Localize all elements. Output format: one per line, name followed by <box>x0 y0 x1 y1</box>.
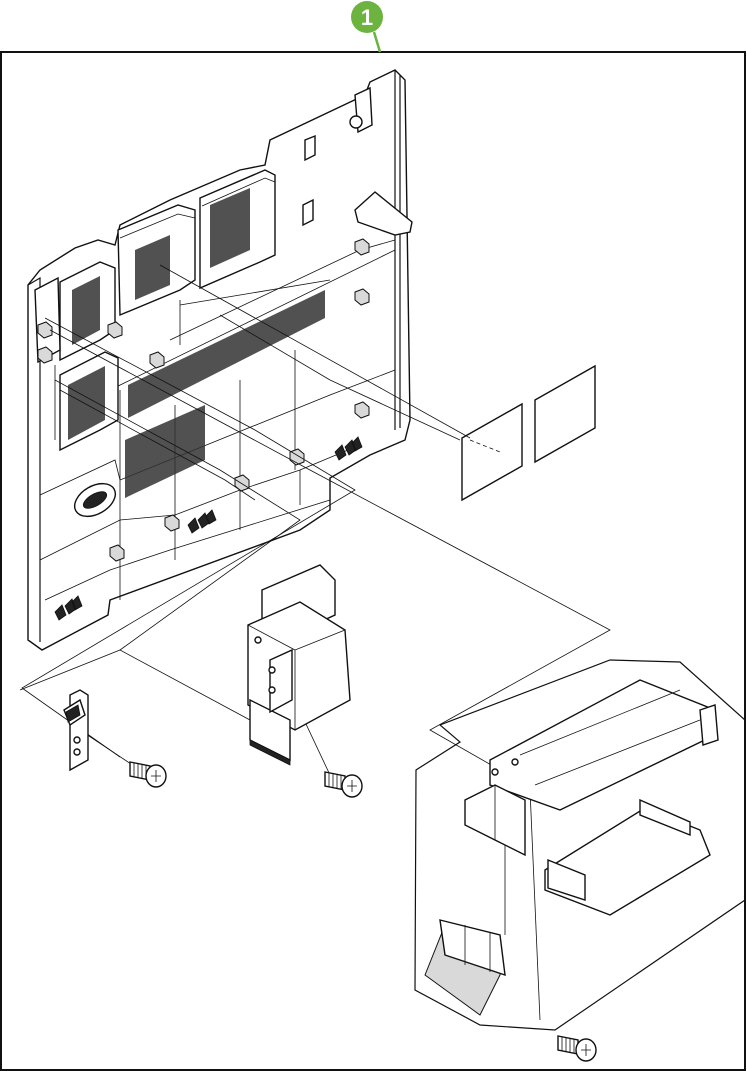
label-sheet-left[interactable] <box>462 404 522 500</box>
label-sheet-right[interactable] <box>535 366 595 462</box>
rear-panel-frame[interactable] <box>28 70 412 650</box>
screw-center[interactable] <box>325 772 362 797</box>
paper-guide-assembly[interactable] <box>415 660 745 1030</box>
callout-label: 1 <box>361 5 373 30</box>
small-latch-bracket[interactable] <box>64 690 88 770</box>
callout-1[interactable]: 1 <box>351 1 383 52</box>
fan-duct-assembly[interactable] <box>248 565 350 765</box>
screw-left[interactable] <box>130 762 166 787</box>
screw-bottom[interactable] <box>558 1036 596 1061</box>
